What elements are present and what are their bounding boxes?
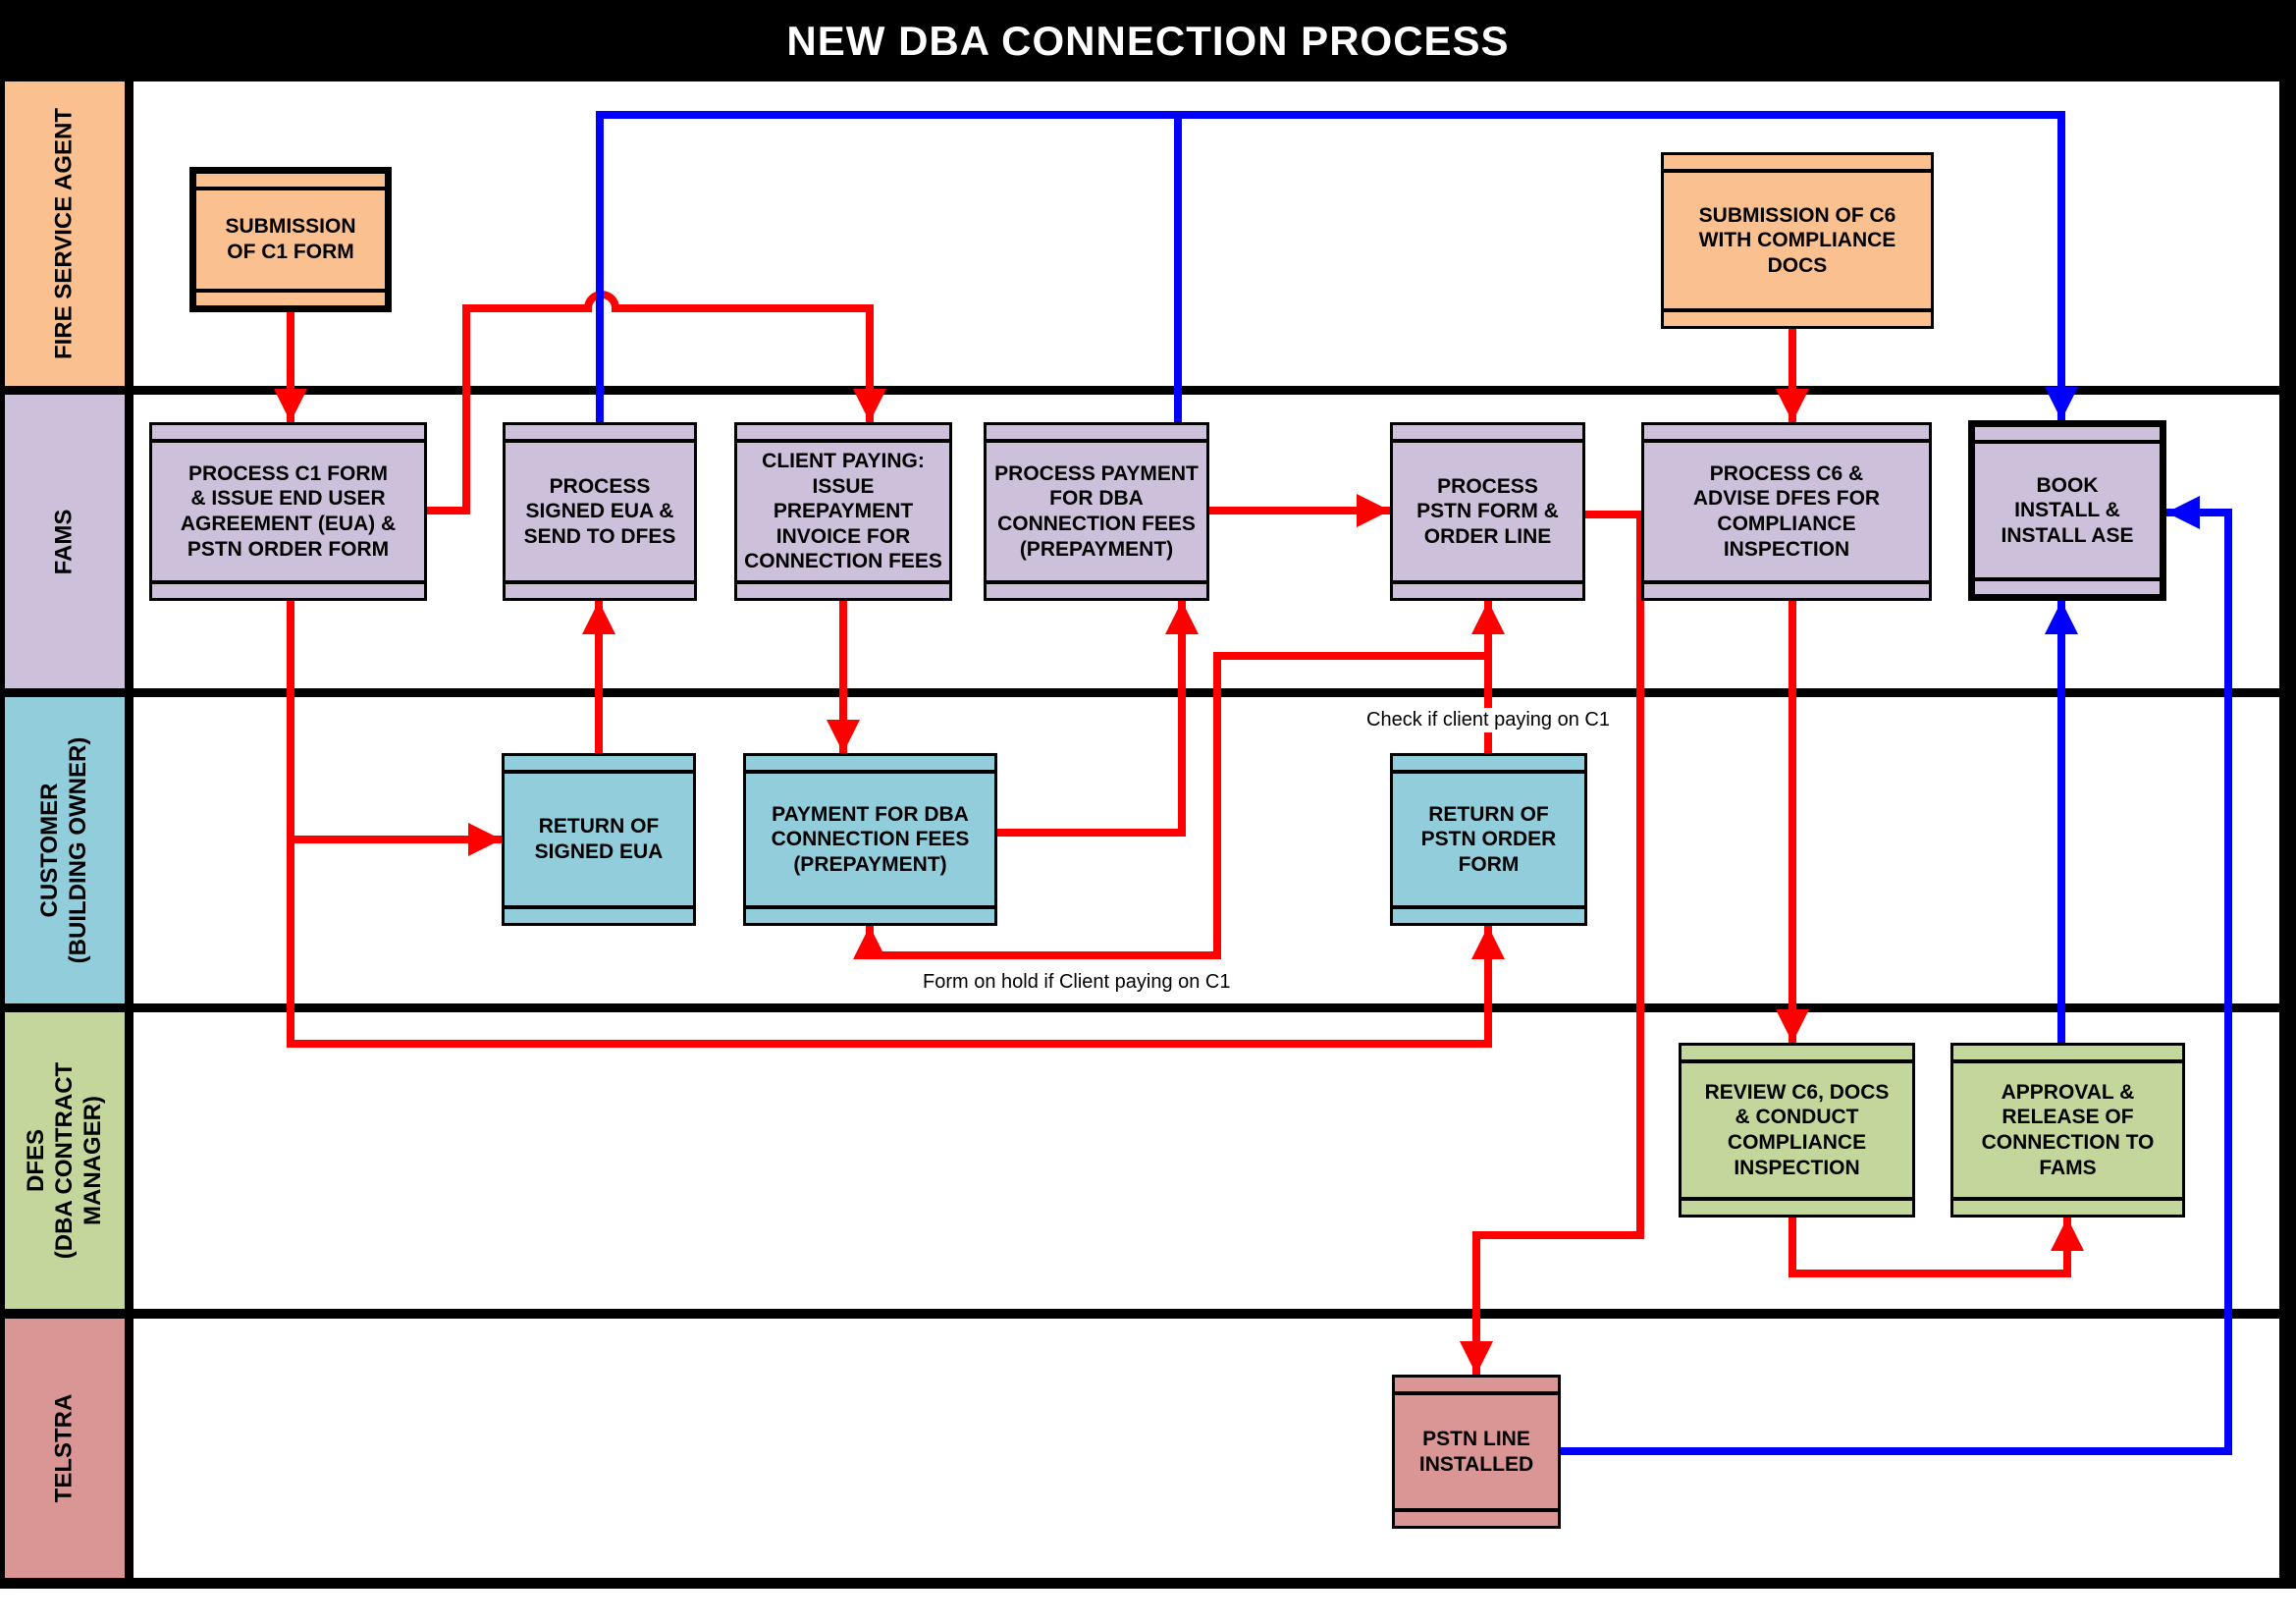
annotation-form-on-hold: Form on hold if Client paying on C1 xyxy=(921,970,1231,995)
lane-label-fams: FAMS xyxy=(5,395,125,688)
node-client-paying: CLIENT PAYING: ISSUE PREPAYMENT INVOICE … xyxy=(734,422,952,601)
flow-process-c1-to-return-pstn-form xyxy=(287,839,1505,1048)
flow-process-pstn-to-pstn-line-installed xyxy=(1460,511,1644,1375)
node-submission-c1: SUBMISSION OF C1 FORM xyxy=(189,167,392,312)
flow-process-signed-eua-to-book-install xyxy=(596,111,2078,422)
flow-pstn-line-installed-to-book-install xyxy=(1561,496,2232,1455)
node-pstn-line-installed: PSTN LINE INSTALLED xyxy=(1392,1375,1561,1529)
node-approval-release: APPROVAL & RELEASE OF CONNECTION TO FAMS xyxy=(1950,1043,2185,1218)
lane-label-customer: CUSTOMER (BUILDING OWNER) xyxy=(5,697,125,1003)
lane-label-telstra: TELSTRA xyxy=(5,1319,125,1578)
flow-review-c6-to-approval xyxy=(1789,1218,2084,1277)
annotation-check-if-paying: Check if client paying on C1 xyxy=(1358,708,1619,732)
node-process-c1-form: PROCESS C1 FORM & ISSUE END USER AGREEME… xyxy=(149,422,427,601)
node-process-payment: PROCESS PAYMENT FOR DBA CONNECTION FEES … xyxy=(984,422,1209,601)
node-return-pstn-form: RETURN OF PSTN ORDER FORM xyxy=(1390,753,1587,926)
lane-label-dfes: DFES (DBA CONTRACT MANAGER) xyxy=(5,1012,125,1309)
node-return-signed-eua: RETURN OF SIGNED EUA xyxy=(502,753,696,926)
node-process-pstn-form: PROCESS PSTN FORM & ORDER LINE xyxy=(1390,422,1585,601)
node-process-c6: PROCESS C6 & ADVISE DFES FOR COMPLIANCE … xyxy=(1641,422,1932,601)
node-payment-dba-fees: PAYMENT FOR DBA CONNECTION FEES (PREPAYM… xyxy=(743,753,997,926)
node-process-signed-eua: PROCESS SIGNED EUA & SEND TO DFES xyxy=(503,422,697,601)
node-review-c6: REVIEW C6, DOCS & CONDUCT COMPLIANCE INS… xyxy=(1679,1043,1915,1218)
flow-payment-dba-to-process-payment xyxy=(997,601,1199,837)
lane-dfes xyxy=(133,1012,2279,1309)
lane-label-fire-service-agent: FIRE SERVICE AGENT xyxy=(5,81,125,386)
diagram-title: NEW DBA CONNECTION PROCESS xyxy=(786,17,1510,64)
node-book-install: BOOK INSTALL & INSTALL ASE xyxy=(1968,420,2166,601)
node-submission-c6: SUBMISSION OF C6 WITH COMPLIANCE DOCS xyxy=(1661,152,1934,329)
flow-process-c1-to-return-signed-eua xyxy=(287,601,502,856)
flow-return-pstn-to-payment-dba-hold xyxy=(853,652,1488,959)
